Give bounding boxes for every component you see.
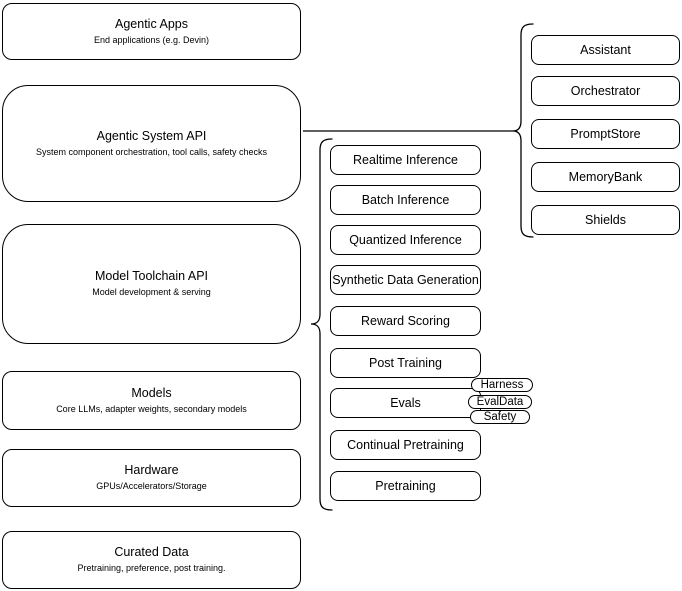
component-memorybank: MemoryBank xyxy=(531,162,680,192)
layer-title: Agentic System API xyxy=(96,128,207,143)
node-continual-pretraining: Continual Pretraining xyxy=(330,430,481,460)
node-pretraining: Pretraining xyxy=(330,471,481,501)
layer-model-toolchain-api: Model Toolchain API Model development & … xyxy=(2,224,301,344)
layer-agentic-apps: Agentic Apps End applications (e.g. Devi… xyxy=(2,3,301,60)
layer-subtitle: GPUs/Accelerators/Storage xyxy=(96,481,207,491)
layer-subtitle: Pretraining, preference, post training. xyxy=(77,563,226,573)
component-assistant: Assistant xyxy=(531,35,680,65)
node-evals: Evals xyxy=(330,388,481,418)
node-synthetic-data-generation: Synthetic Data Generation xyxy=(330,265,481,295)
tag-evaldata: EvalData xyxy=(468,395,532,409)
component-orchestrator: Orchestrator xyxy=(531,76,680,106)
component-shields: Shields xyxy=(531,205,680,235)
layer-hardware: Hardware GPUs/Accelerators/Storage xyxy=(2,449,301,507)
node-realtime-inference: Realtime Inference xyxy=(330,145,481,175)
node-quantized-inference: Quantized Inference xyxy=(330,225,481,255)
layer-agentic-system-api: Agentic System API System component orch… xyxy=(2,85,301,202)
node-batch-inference: Batch Inference xyxy=(330,185,481,215)
layer-curated-data: Curated Data Pretraining, preference, po… xyxy=(2,531,301,589)
toolchain-brace xyxy=(310,138,333,511)
layer-title: Agentic Apps xyxy=(115,16,188,31)
layer-title: Hardware xyxy=(124,463,179,477)
layer-title: Models xyxy=(131,385,172,400)
layer-subtitle: End applications (e.g. Devin) xyxy=(93,34,210,45)
layer-models: Models Core LLMs, adapter weights, secon… xyxy=(2,371,301,430)
tag-harness: Harness xyxy=(471,378,533,392)
tag-safety: Safety xyxy=(470,410,530,424)
node-post-training: Post Training xyxy=(330,348,481,378)
layer-title: Curated Data xyxy=(114,545,189,559)
layer-subtitle: Model development & serving xyxy=(92,287,211,297)
component-promptstore: PromptStore xyxy=(531,119,680,149)
layer-subtitle: System component orchestration, tool cal… xyxy=(35,146,268,157)
node-reward-scoring: Reward Scoring xyxy=(330,306,481,336)
system-components-brace xyxy=(512,23,534,238)
layer-title: Model Toolchain API xyxy=(94,269,209,283)
layer-subtitle: Core LLMs, adapter weights, secondary mo… xyxy=(56,403,247,414)
